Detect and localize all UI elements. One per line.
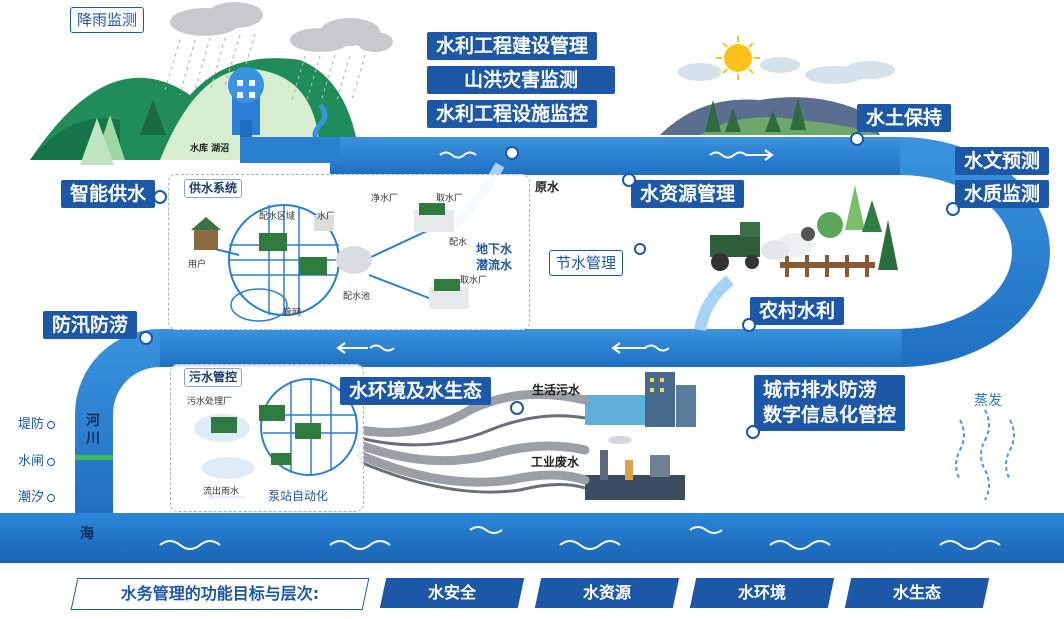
button-water-ecology[interactable]: 水生态 xyxy=(844,578,990,608)
domestic-sewage-label: 生活污水 xyxy=(532,383,581,397)
side-label-embankment: 堤防 xyxy=(18,413,56,432)
supply-network-art xyxy=(191,203,469,322)
button-label: 水安全 xyxy=(427,583,476,602)
connector-dot xyxy=(153,190,167,204)
button-water-resource[interactable]: 水资源 xyxy=(534,578,680,608)
side-label-text: 潮汐 xyxy=(18,490,45,505)
supply-box-title: 供水系统 xyxy=(184,179,243,198)
label-shuichang: 水厂 xyxy=(317,212,336,222)
sewage-control-box xyxy=(170,364,364,512)
label-yonghu: 用户 xyxy=(188,260,207,270)
label-outflow: 流出雨水 xyxy=(203,487,240,497)
tag-water-saving[interactable]: 节水管理 xyxy=(549,250,624,276)
tag-water-environment-ecology[interactable]: 水环境及水生态 xyxy=(340,377,492,405)
side-dot xyxy=(47,493,56,502)
reservoir-label: 水库 湖沼 xyxy=(190,144,230,154)
tag-facility-monitoring[interactable]: 水利工程设施监控 xyxy=(427,100,598,128)
connector-dot xyxy=(622,173,636,187)
tag-flood-control[interactable]: 防汛防涝 xyxy=(43,311,138,339)
side-label-text: 堤防 xyxy=(18,417,45,432)
raw-water-label: 原水 xyxy=(535,180,560,194)
sewage-pipes xyxy=(355,389,590,487)
label-pump-station: 泵站自动化 xyxy=(268,489,329,503)
button-water-environment[interactable]: 水环境 xyxy=(689,578,835,608)
side-label-sluice: 水闸 xyxy=(18,450,56,469)
button-label: 水环境 xyxy=(737,583,786,602)
side-label-tide: 潮汐 xyxy=(18,486,56,505)
side-label-text: 水闸 xyxy=(18,454,45,469)
bottom-goal-text: 水务管理的功能目标与层次: xyxy=(120,584,320,603)
connector-dot xyxy=(746,425,760,439)
river-label: 河川 xyxy=(86,413,100,447)
tag-rural-water[interactable]: 农村水利 xyxy=(750,297,845,325)
sewage-network-art xyxy=(211,378,358,476)
bottom-goal-label: 水务管理的功能目标与层次: xyxy=(70,578,370,610)
urban-drainage-line-1: 城市排水防涝 xyxy=(763,379,878,401)
label-underground-1: 地下水 xyxy=(476,242,513,256)
right-hill xyxy=(660,97,880,135)
sewage-box-title: 污水管控 xyxy=(184,368,243,387)
tag-water-resource-management[interactable]: 水资源管理 xyxy=(631,180,745,208)
city-buildings xyxy=(585,372,696,427)
sea-label: 海 xyxy=(80,526,94,542)
label-qushuichang: 取水厂 xyxy=(436,194,464,204)
label-sewage-plant: 污水处理厂 xyxy=(187,397,233,407)
side-dot xyxy=(47,420,56,429)
supply-system-box xyxy=(168,174,530,330)
tag-water-quality[interactable]: 水质监测 xyxy=(955,180,1050,208)
button-label: 水生态 xyxy=(892,583,941,602)
tag-hydrology-forecast[interactable]: 水文预测 xyxy=(955,147,1050,175)
connector-dot xyxy=(850,132,864,146)
label-qushuichang-2: 取水厂 xyxy=(460,276,488,286)
label-peishui: 配水 xyxy=(449,238,468,248)
button-label: 水资源 xyxy=(582,583,631,602)
tag-soil-conservation[interactable]: 水土保持 xyxy=(857,104,952,132)
rain-clouds xyxy=(170,2,393,52)
evaporation-label: 蒸发 xyxy=(974,393,1002,409)
connector-dot xyxy=(742,318,756,332)
farm xyxy=(710,185,898,277)
label-jingshuichang: 净水厂 xyxy=(371,194,399,204)
right-clouds xyxy=(678,57,895,84)
sewage-pipes-dark xyxy=(359,414,586,494)
rain xyxy=(164,33,366,101)
tag-construction-management[interactable]: 水利工程建设管理 xyxy=(427,32,598,60)
connector-dot xyxy=(510,401,524,415)
sun xyxy=(716,36,760,80)
label-underground-2: 潜流水 xyxy=(476,258,513,272)
tag-urban-drainage[interactable]: 城市排水防涝 数字信息化管控 xyxy=(754,375,906,431)
factory xyxy=(585,436,685,500)
side-dot xyxy=(47,457,56,466)
label-peishuichi: 配水池 xyxy=(343,292,371,302)
connector-dot xyxy=(139,331,153,345)
rain-monitoring-tag[interactable]: 降雨监测 xyxy=(70,7,145,33)
reservoir-tower xyxy=(228,67,328,147)
connector-dot xyxy=(634,243,646,255)
label-peishui-quyu: 配水区域 xyxy=(259,212,296,222)
river xyxy=(0,137,1064,563)
tag-smart-water-supply[interactable]: 智能供水 xyxy=(61,180,156,208)
label-guanwang: 管网 xyxy=(283,308,302,318)
tag-flood-disaster-monitoring[interactable]: 山洪灾害监测 xyxy=(427,66,615,94)
connector-dot xyxy=(505,146,519,160)
urban-drainage-line-2: 数字信息化管控 xyxy=(763,404,897,426)
button-water-safety[interactable]: 水安全 xyxy=(379,578,525,608)
connector-dot xyxy=(946,202,960,216)
evaporation-lines xyxy=(955,409,1015,501)
industrial-wastewater-label: 工业废水 xyxy=(531,455,580,469)
